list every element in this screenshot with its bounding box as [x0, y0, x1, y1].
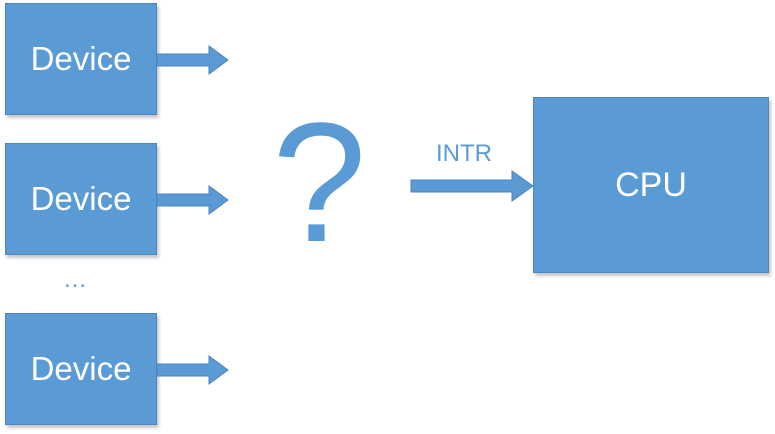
device-label: Device	[30, 350, 132, 387]
intr-arrow	[410, 169, 535, 203]
device-label: Device	[30, 40, 132, 77]
device-box-1: Device	[5, 3, 157, 115]
device-box-3: Device	[5, 313, 157, 425]
device-arrow-3	[156, 354, 229, 386]
cpu-label: CPU	[615, 165, 687, 204]
intr-label: INTR	[436, 140, 492, 167]
device-box-2: Device	[5, 143, 157, 255]
cpu-box: CPU	[533, 97, 769, 273]
question-mark: ?	[272, 88, 367, 278]
device-arrow-1	[156, 44, 229, 76]
device-ellipsis: …	[63, 266, 89, 293]
device-label: Device	[30, 180, 132, 217]
device-arrow-2	[156, 184, 229, 216]
